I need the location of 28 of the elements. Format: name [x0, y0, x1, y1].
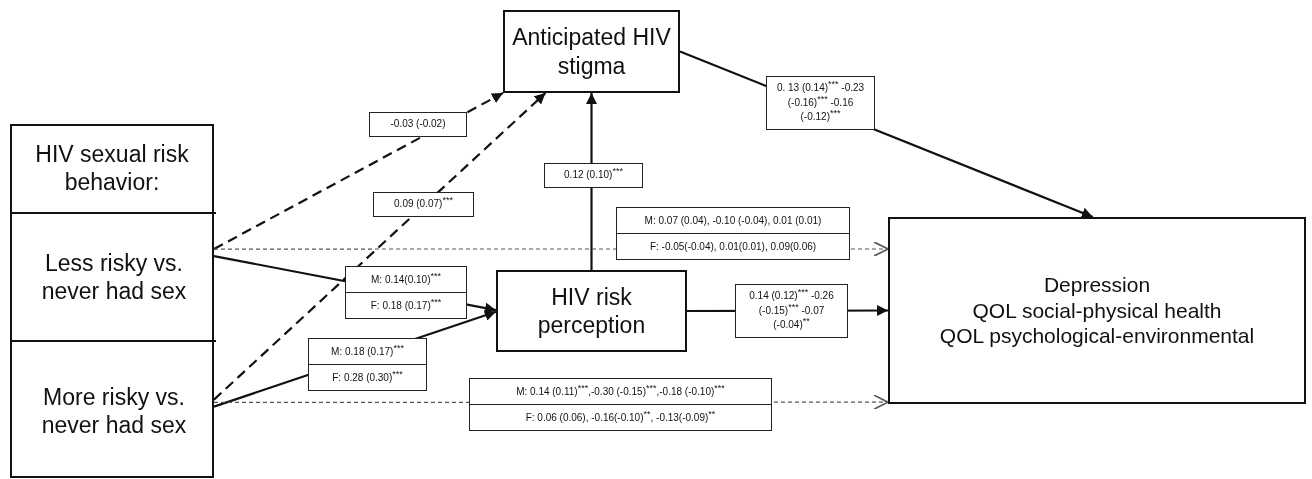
- variable-box: [10, 124, 214, 478]
- edge-label: 0.09 (0.07)$^{***}$: [373, 192, 474, 217]
- path-arrow: [586, 93, 597, 270]
- edge-label: M: 0.07 (0.04), -0.10 (-0.04), 0.01 (0.01): [643, 214, 823, 228]
- edge-label: F: -0.05(-0.04), 0.01(0.01), 0.09(0.06): [617, 233, 849, 259]
- edge-label: -0.03 (-0.02): [369, 112, 467, 137]
- variable-name: Less risky vs. never had sex: [40, 248, 188, 306]
- variable-box: [503, 10, 680, 93]
- path-arrow: [213, 92, 547, 401]
- edge-label: 0. 13 (0.14)$^{***}$ -0.23 (-0.16)$^{***}$ -0.16 (-0.12)$^{***}$: [766, 76, 875, 130]
- variable-name: QOL psychological-environmental: [938, 323, 1256, 349]
- variable-box: [888, 217, 1306, 404]
- edge-label: 0.12 (0.10)$^{***}$: [544, 163, 643, 188]
- edge-label: F: 0.28 (0.30)$^{***}$: [309, 364, 426, 390]
- variable-name: QOL social-physical health: [971, 297, 1223, 324]
- edge-label: F: 0.06 (0.06), -0.16(-0.10)$^{**}$, -0.13(-0.09)$^{**}$: [470, 404, 771, 430]
- variable-name: Depression: [1042, 272, 1152, 298]
- path-arrow: [213, 92, 504, 250]
- edge-label: F: 0.18 (0.17)$^{***}$: [346, 292, 466, 318]
- edge-label: M: 0.14(0.10)$^{***}$: [370, 269, 442, 287]
- variable-name: More risky vs. never had sex: [40, 382, 188, 440]
- edge-label: M: 0.18 (0.17)$^{***}$: [330, 341, 405, 359]
- variable-box: [496, 270, 687, 352]
- edge-label: M: 0.14 (0.11)$^{***}$,-0.30 (-0.15)$^{***}$,-0.18 (-0.10)$^{***}$: [515, 381, 726, 399]
- edge-label: 0.14 (0.12)$^{***}$ -0.26 (-0.15)$^{***}$ -0.07 (-0.04)$^{**}$: [735, 284, 848, 338]
- variable-name: Anticipated HIV stigma: [511, 23, 672, 80]
- variable-name: HIV sexual risk behavior:: [34, 140, 190, 197]
- variable-name: HIV risk perception: [536, 282, 647, 340]
